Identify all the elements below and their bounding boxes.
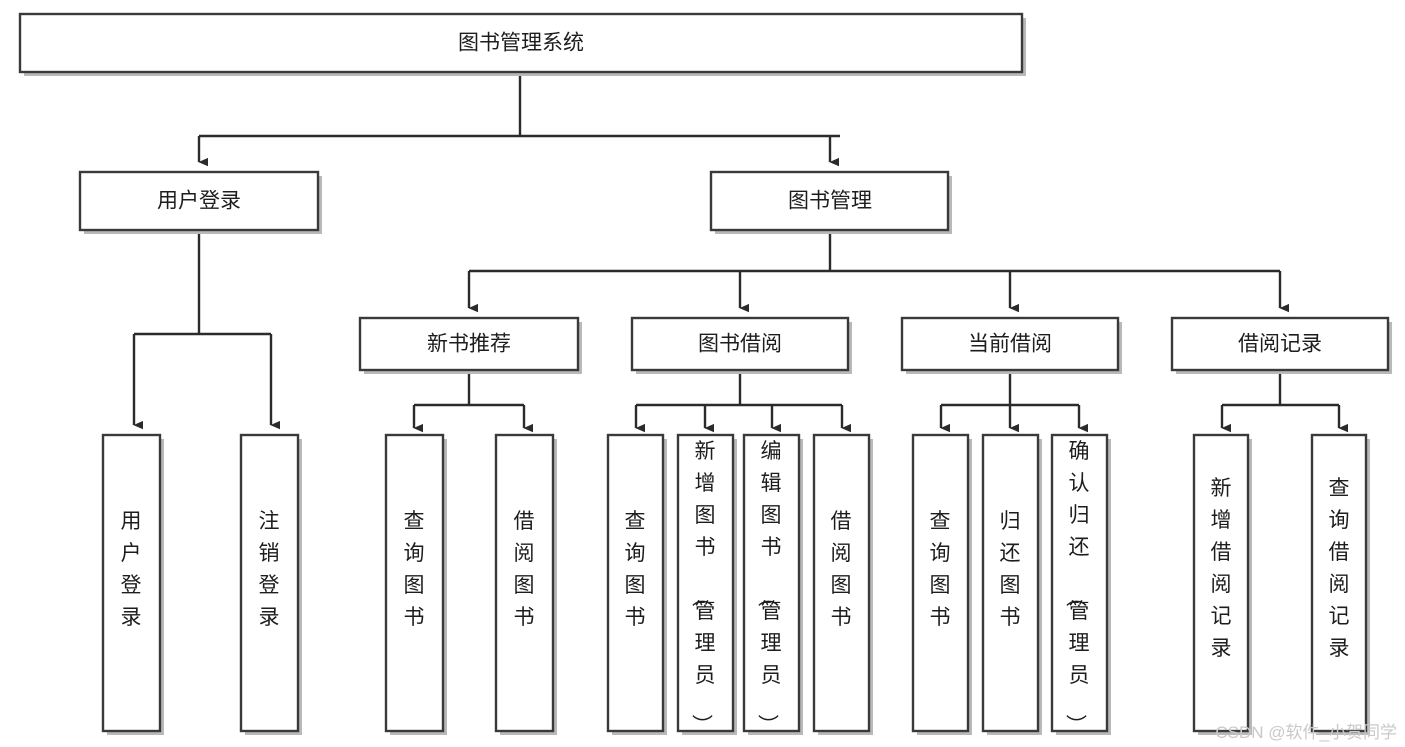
node-user-login[interactable]: 用户登录 bbox=[78, 170, 322, 234]
leaf-current-borrow-1-label: 查询图书 bbox=[930, 510, 951, 629]
leaf-borrow-record-1[interactable]: 新增借阅记录 bbox=[1192, 433, 1252, 735]
node-user-login-label: 用户登录 bbox=[157, 190, 241, 213]
leaf-borrow-record-2[interactable]: 查询借阅记录 bbox=[1310, 433, 1370, 735]
leaf-new-book-2[interactable]: 借阅图书 bbox=[494, 433, 557, 735]
node-new-book-recommend-label: 新书推荐 bbox=[427, 333, 511, 356]
node-root-label: 图书管理系统 bbox=[458, 32, 584, 55]
leaf-book-borrow-3[interactable]: 编辑图书（管理员） bbox=[742, 433, 803, 735]
node-current-borrow[interactable]: 当前借阅 bbox=[900, 316, 1122, 374]
node-borrow-record[interactable]: 借阅记录 bbox=[1170, 316, 1392, 374]
node-book-management-label: 图书管理 bbox=[788, 190, 872, 213]
node-book-borrow-label: 图书借阅 bbox=[698, 333, 782, 356]
leaf-current-borrow-2[interactable]: 归还图书 bbox=[981, 433, 1042, 735]
node-book-management[interactable]: 图书管理 bbox=[709, 170, 952, 234]
leaf-current-borrow-3-label: 确认归还（管理员） bbox=[1064, 440, 1090, 735]
node-book-borrow[interactable]: 图书借阅 bbox=[630, 316, 852, 374]
leaf-book-borrow-2[interactable]: 新增图书（管理员） bbox=[676, 433, 737, 735]
leaf-book-borrow-1-label: 查询图书 bbox=[625, 510, 646, 629]
node-borrow-record-label: 借阅记录 bbox=[1238, 333, 1322, 356]
leaf-book-borrow-3-label: 编辑图书（管理员） bbox=[756, 440, 782, 735]
leaf-new-book-1[interactable]: 查询图书 bbox=[384, 433, 447, 735]
leaf-borrow-record-1-label: 新增借阅记录 bbox=[1211, 477, 1232, 660]
leaf-borrow-record-2-label: 查询借阅记录 bbox=[1329, 477, 1350, 660]
leaf-new-book-2-label: 借阅图书 bbox=[514, 510, 535, 629]
leaf-user-login-1-label: 用户登录 bbox=[121, 510, 142, 629]
leaf-book-borrow-4-label: 借阅图书 bbox=[831, 510, 852, 629]
leaf-user-login-2-label: 注销登录 bbox=[259, 510, 280, 629]
node-new-book-recommend[interactable]: 新书推荐 bbox=[358, 316, 582, 374]
leaf-book-borrow-1[interactable]: 查询图书 bbox=[606, 433, 667, 735]
leaf-new-book-1-label: 查询图书 bbox=[404, 510, 425, 629]
connector-group bbox=[132, 74, 1349, 433]
leaf-book-borrow-4[interactable]: 借阅图书 bbox=[812, 433, 873, 735]
leaf-user-login-1[interactable]: 用户登录 bbox=[101, 433, 164, 735]
node-root[interactable]: 图书管理系统 bbox=[18, 12, 1026, 76]
node-current-borrow-label: 当前借阅 bbox=[968, 333, 1052, 356]
leaf-user-login-2[interactable]: 注销登录 bbox=[239, 433, 302, 735]
leaf-current-borrow-1[interactable]: 查询图书 bbox=[911, 433, 972, 735]
leaf-book-borrow-2-label: 新增图书（管理员） bbox=[690, 440, 716, 735]
leaf-current-borrow-2-label: 归还图书 bbox=[1000, 510, 1021, 629]
leaf-current-borrow-3[interactable]: 确认归还（管理员） bbox=[1050, 433, 1111, 735]
